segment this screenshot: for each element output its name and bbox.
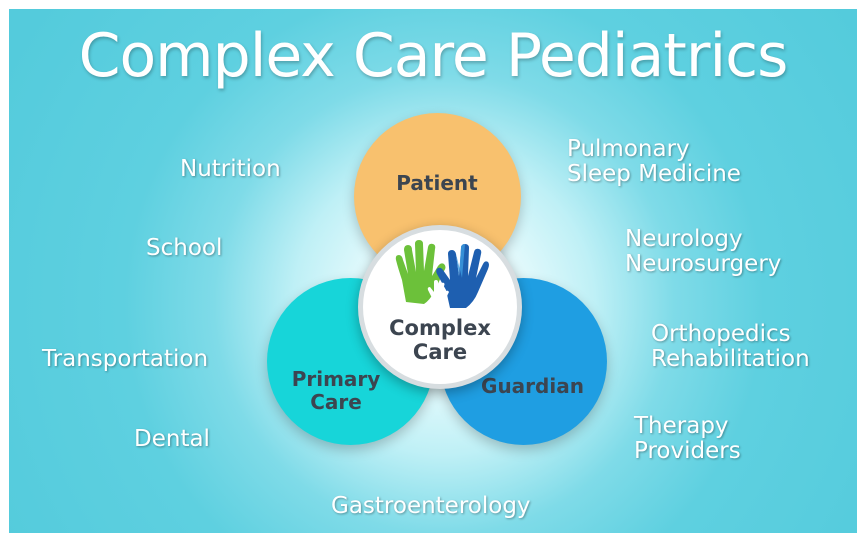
label-sleep-medicine: Sleep Medicine xyxy=(567,161,741,187)
label-providers: Providers xyxy=(634,438,741,464)
label-rehabilitation: Rehabilitation xyxy=(651,346,810,372)
label-transportation: Transportation xyxy=(42,346,209,372)
label-therapy: Therapy xyxy=(634,413,729,439)
label-therapy-providers: Therapy Providers xyxy=(634,414,741,464)
label-gastroenterology: Gastroenterology xyxy=(331,493,531,519)
label-orthopedics-rehabilitation: Orthopedics Rehabilitation xyxy=(651,322,810,372)
label-neurology: Neurology xyxy=(625,226,743,252)
diagram-canvas: Complex Care Pediatrics Nutrition School… xyxy=(9,9,857,533)
label-dental: Dental xyxy=(134,426,210,452)
patient-label: Patient xyxy=(396,171,478,195)
label-orthopedics: Orthopedics xyxy=(651,321,791,347)
primary-care-line1: Primary xyxy=(291,367,381,391)
complex-care-line1: Complex xyxy=(389,316,491,340)
label-pulmonary: Pulmonary xyxy=(567,136,690,162)
label-school: School xyxy=(146,235,223,261)
hands-logo-icon xyxy=(395,240,489,310)
guardian-label: Guardian xyxy=(481,374,584,398)
label-neurosurgery: Neurosurgery xyxy=(625,251,782,277)
page-title: Complex Care Pediatrics xyxy=(78,21,789,91)
complex-care-center: Complex Care xyxy=(358,225,522,389)
primary-care-line2: Care xyxy=(310,390,362,414)
primary-care-label: Primary Care xyxy=(281,368,391,414)
complex-care-line2: Care xyxy=(412,340,468,364)
label-pulmonary-sleep: Pulmonary Sleep Medicine xyxy=(567,137,741,187)
complex-care-label: Complex Care xyxy=(363,316,517,364)
label-neurology-neurosurgery: Neurology Neurosurgery xyxy=(625,227,781,277)
label-nutrition: Nutrition xyxy=(180,156,281,182)
